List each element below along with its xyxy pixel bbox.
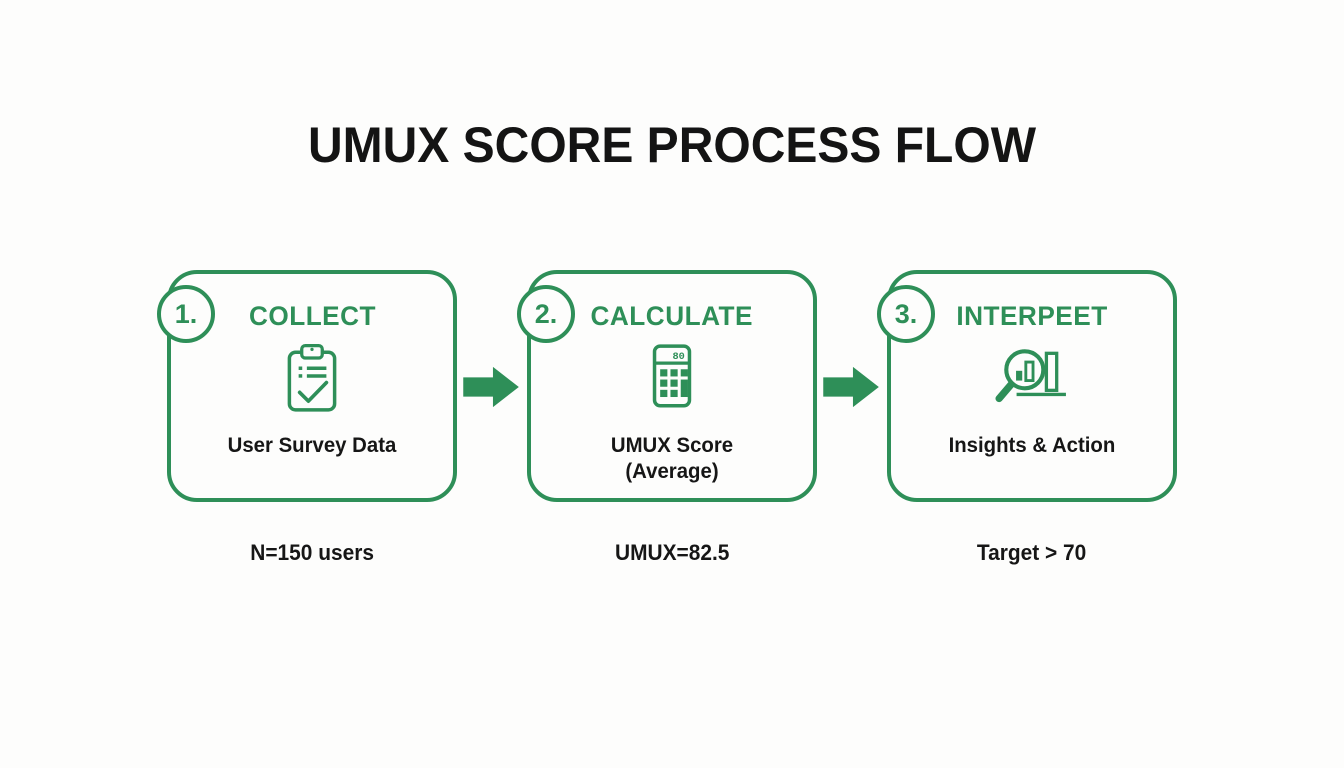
step-metric: UMUX=82.5 — [614, 540, 730, 565]
step-number-label: 1. — [174, 298, 198, 329]
flow-arrow — [457, 364, 527, 410]
step-number-badge: 1. — [157, 285, 215, 343]
step-metric: Target > 70 — [977, 540, 1087, 565]
step-metric: N=150 users — [250, 540, 374, 565]
step-heading: COLLECT — [248, 301, 376, 331]
step-interpret: 3. INTERPEET Insights & Action Target > … — [877, 270, 1177, 566]
step-number-label: 3. — [894, 298, 918, 329]
page-title: UMUX SCORE PROCESS FLOW — [307, 117, 1037, 173]
umux-process-flow-page: UMUX SCORE PROCESS FLOW 1. COLLECT — [0, 116, 1344, 768]
step-heading: CALCULATE — [590, 301, 754, 331]
magnifier-bar-chart-icon — [988, 341, 1076, 415]
calculator-display-digits: 80 — [673, 351, 685, 363]
step-calculate-box: 2. CALCULATE 80 — [517, 270, 817, 502]
step-label: UMUX Score (Average) — [610, 434, 734, 484]
step-heading: INTERPEET — [956, 301, 1108, 331]
step-number-badge: 3. — [877, 285, 935, 343]
right-arrow-icon — [823, 366, 879, 408]
step-number-badge: 2. — [517, 285, 575, 343]
right-arrow-icon — [463, 366, 519, 408]
step-collect: 1. COLLECT User Survey Data — [157, 270, 457, 566]
step-interpret-box: 3. INTERPEET Insights & Action — [877, 270, 1177, 502]
calculator-icon: 80 — [639, 341, 705, 415]
process-flow: 1. COLLECT User Survey Data — [0, 270, 1344, 566]
step-label: Insights & Action — [948, 434, 1116, 457]
step-number-label: 2. — [534, 298, 558, 329]
step-collect-box: 1. COLLECT User Survey Data — [157, 270, 457, 502]
step-label: User Survey Data — [227, 434, 397, 457]
step-calculate: 2. CALCULATE 80 — [517, 270, 817, 566]
clipboard-checklist-icon — [279, 341, 345, 415]
flow-arrow — [817, 364, 887, 410]
